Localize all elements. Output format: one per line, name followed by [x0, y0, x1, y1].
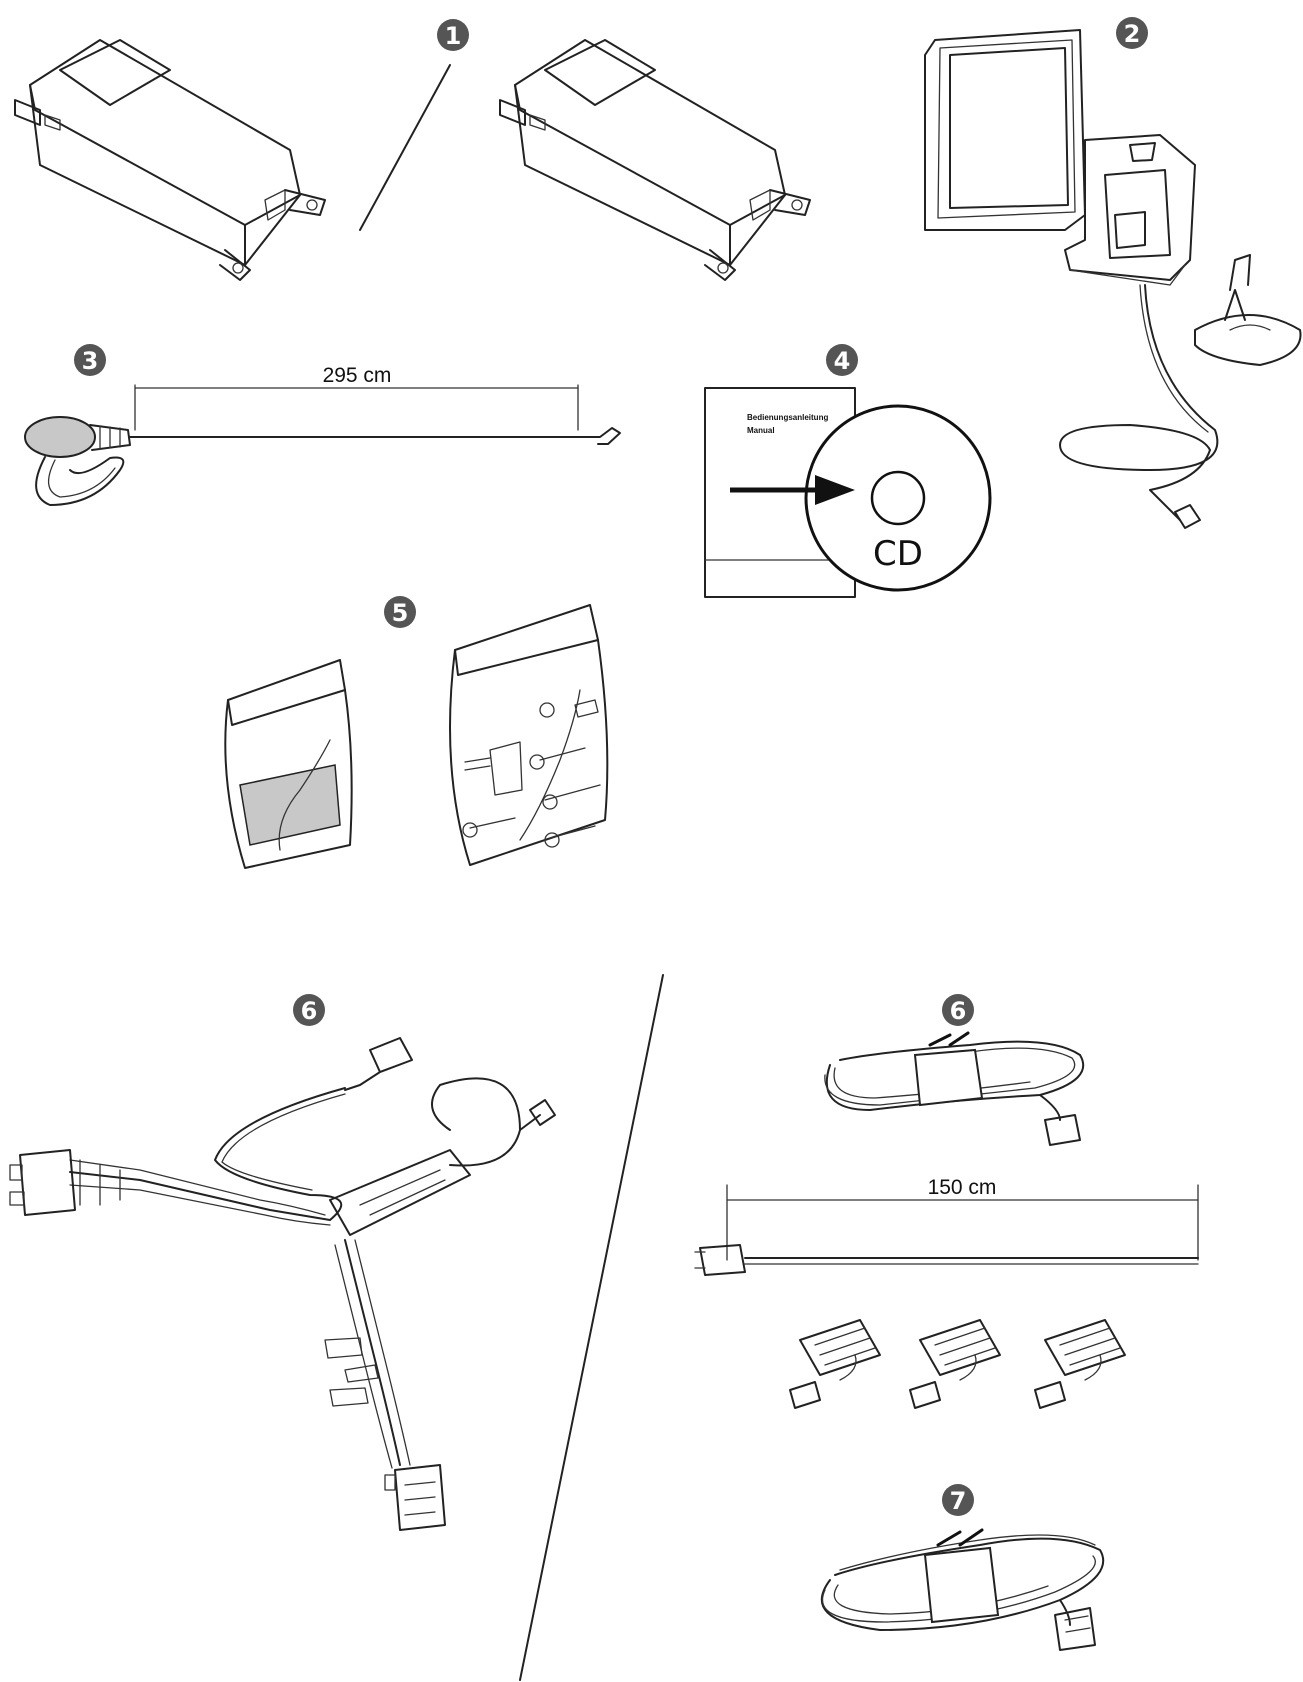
svg-text:6: 6 — [301, 997, 318, 1025]
microphone-cable — [129, 384, 621, 445]
display-holder — [1064, 134, 1196, 286]
svg-text:Bedienungsanleitung: Bedienungsanleitung — [747, 413, 828, 422]
badge-3: 3 — [74, 344, 106, 376]
cable-clip-1 — [789, 1319, 881, 1409]
svg-text:Manual: Manual — [747, 426, 775, 435]
display-unit — [924, 29, 1086, 231]
badge-1: 1 — [437, 19, 469, 51]
coiled-cable-6 — [824, 1031, 1085, 1146]
extension-cable — [694, 1184, 1199, 1276]
wiring-harness — [9, 1037, 556, 1531]
coiled-cable-7 — [820, 1528, 1105, 1651]
microphone-cable-length: 295 cm — [323, 364, 392, 387]
badge-2: 2 — [1116, 17, 1148, 49]
svg-text:1: 1 — [445, 22, 462, 50]
control-unit-right — [499, 39, 811, 281]
svg-text:5: 5 — [392, 599, 409, 627]
badge-5: 5 — [384, 596, 416, 628]
divider-line-bottom — [519, 974, 664, 1681]
microphone — [24, 416, 131, 506]
badge-6-right: 6 — [942, 994, 974, 1026]
badge-6-left: 6 — [293, 994, 325, 1026]
svg-text:4: 4 — [834, 347, 851, 375]
suction-mount — [1194, 254, 1302, 366]
arrow-icon — [730, 475, 855, 505]
svg-text:CD: CD — [873, 534, 923, 574]
extension-cable-length: 150 cm — [928, 1176, 997, 1199]
cable-clip-3 — [1034, 1319, 1126, 1409]
bag-screws — [449, 604, 609, 866]
cd-disc: CD — [804, 404, 992, 592]
badge-4: 4 — [826, 344, 858, 376]
svg-text:7: 7 — [950, 1487, 967, 1515]
svg-text:2: 2 — [1124, 20, 1141, 48]
cable-clip-2 — [909, 1319, 1001, 1409]
badge-7: 7 — [942, 1484, 974, 1516]
display-cable — [1059, 284, 1219, 529]
svg-text:6: 6 — [950, 997, 967, 1025]
divider-line-top — [359, 64, 451, 231]
svg-text:3: 3 — [82, 347, 99, 375]
control-unit-left — [14, 39, 326, 281]
bag-adhesive-pads — [224, 659, 353, 869]
